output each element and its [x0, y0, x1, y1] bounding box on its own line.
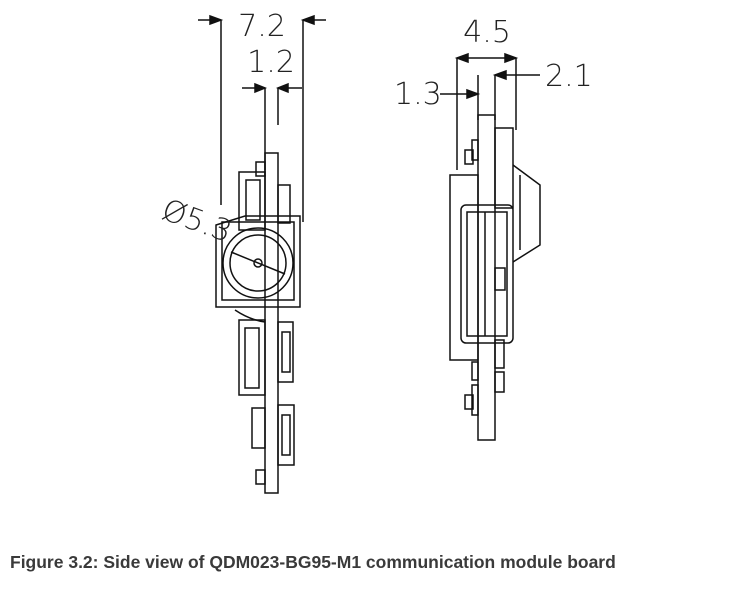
left-side-view [198, 14, 326, 494]
dim-4-5-label: 4.5 [463, 15, 511, 50]
dim-diameter-5-3-label: Ø5.3 [157, 193, 236, 250]
side-view-drawing: 7.2 1.2 Ø5.3 4.5 1.3 2.1 [157, 9, 593, 494]
dim-2-1-label: 2.1 [545, 59, 593, 94]
dim-7-2-label: 7.2 [238, 9, 286, 44]
dim-1-2-label: 1.2 [247, 45, 295, 80]
figure-caption: Figure 3.2: Side view of QDM023-BG95-M1 … [10, 552, 616, 572]
dim-1-3-label: 1.3 [394, 77, 442, 112]
right-side-view [440, 52, 541, 441]
